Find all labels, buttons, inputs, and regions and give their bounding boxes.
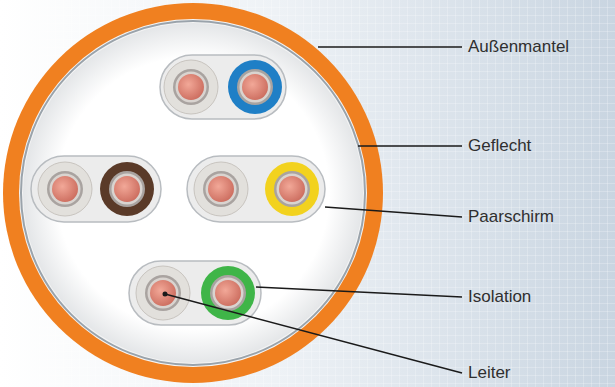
braid	[19, 19, 367, 367]
part-label: Leiter	[468, 363, 511, 383]
braid-line	[21, 21, 365, 365]
part-label: Isolation	[468, 287, 531, 307]
part-label: Paarschirm	[468, 207, 554, 227]
outer-jacket	[3, 3, 383, 383]
leader-dot	[163, 292, 168, 297]
insulated-wires	[38, 60, 319, 320]
pair-shields	[31, 55, 325, 325]
part-label: Außenmantel	[468, 37, 569, 57]
leader-lines	[165, 47, 462, 373]
conductors	[47, 69, 310, 311]
part-label: Geflecht	[468, 136, 531, 156]
cable-filler	[23, 23, 363, 363]
